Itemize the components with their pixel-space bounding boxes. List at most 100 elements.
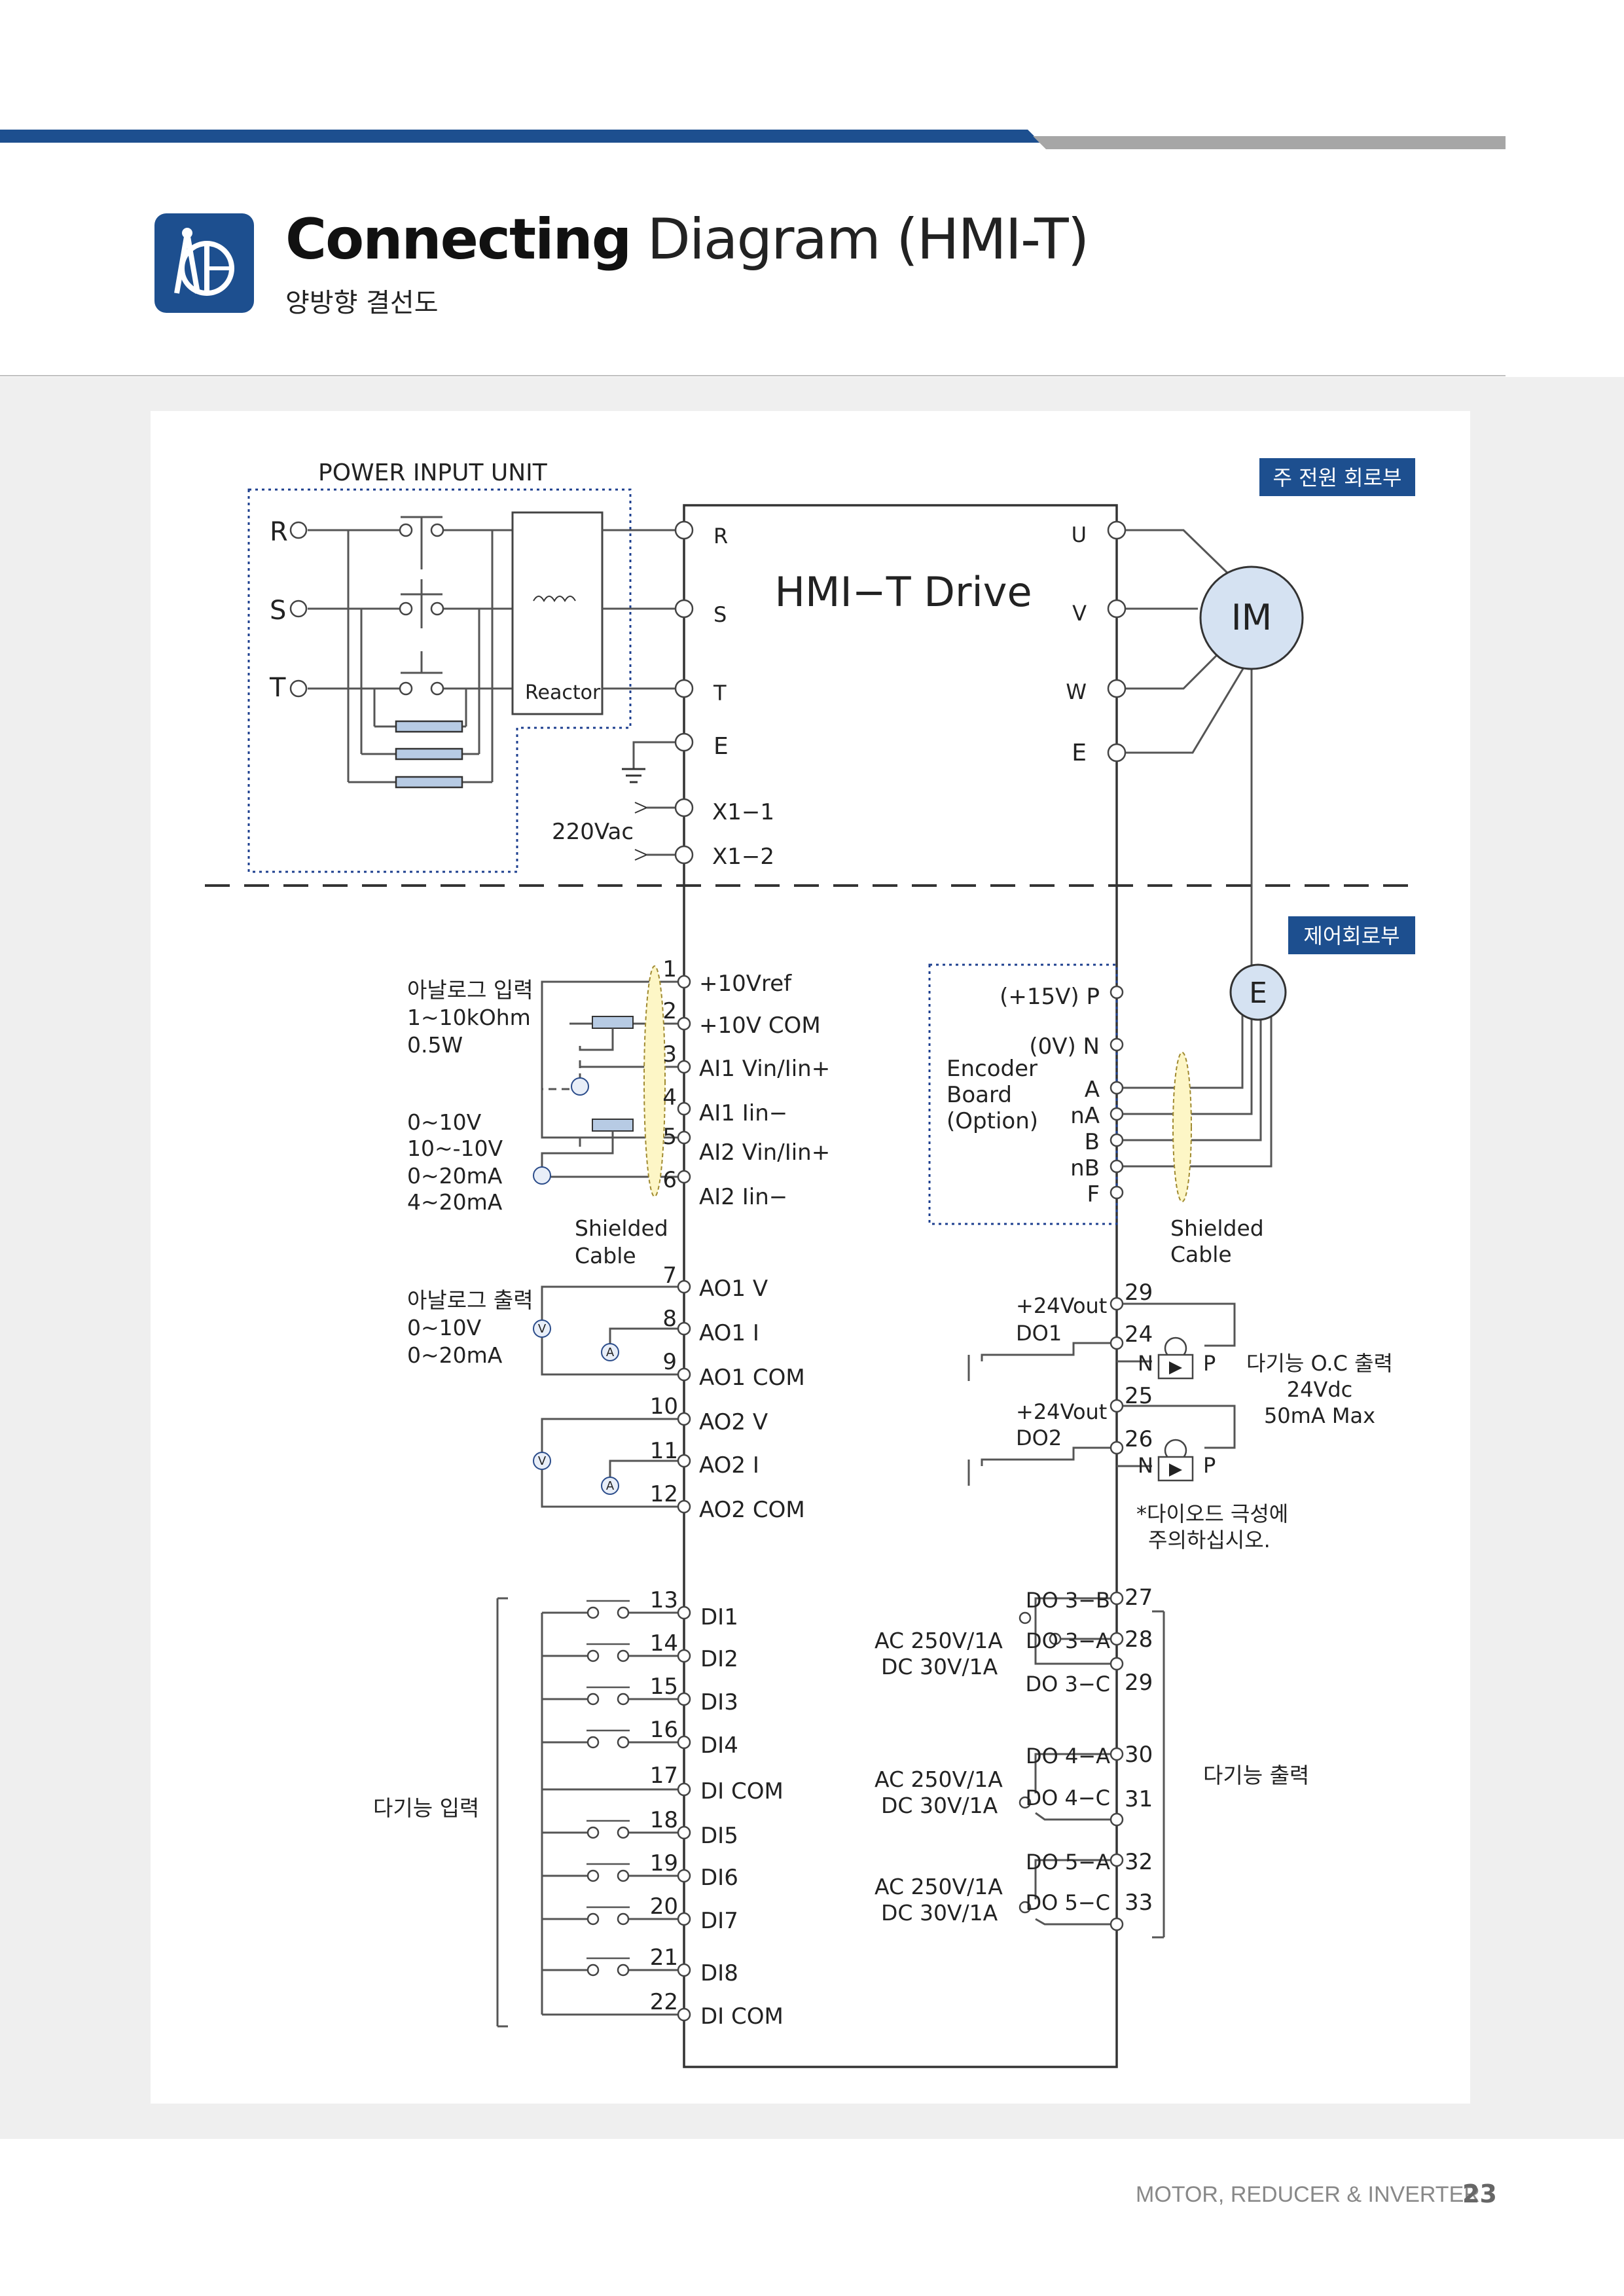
analog-out-v: 0~10V — [407, 1315, 482, 1340]
analog-in-v1: 0~10V — [407, 1109, 482, 1135]
page-title-light: Diagram (HMI-T) — [647, 207, 1090, 272]
volt-symbol: V — [538, 1322, 547, 1336]
terminal-label: DI COM — [700, 1778, 784, 1804]
encoder-board-label: Board — [947, 1082, 1012, 1108]
analog-in-range: 1~10kOhm — [407, 1005, 531, 1030]
analog-in-i1: 0~20mA — [407, 1163, 503, 1189]
terminal-num: 15 — [650, 1674, 678, 1700]
encoder-icon — [1229, 963, 1287, 1021]
terminal-num: 10 — [650, 1393, 678, 1420]
terminal-label: DI5 — [700, 1823, 738, 1849]
terminal-num: 4 — [662, 1085, 677, 1111]
header-divider — [0, 375, 1506, 376]
terminal-label: +10Vref — [699, 971, 792, 997]
terminal-label: AO1 COM — [699, 1365, 805, 1391]
page-number: 23 — [1462, 2179, 1497, 2208]
terminal-label: DI2 — [700, 1646, 738, 1672]
terminal-num: 31 — [1125, 1786, 1153, 1812]
terminal-num: 3 — [662, 1041, 677, 1067]
header-accent-bar — [0, 130, 1506, 149]
terminal-num: 24 — [1125, 1321, 1153, 1348]
drive-terminal-X1-2: X1−2 — [712, 844, 774, 870]
terminal-num: 13 — [650, 1587, 678, 1613]
terminal-num: 14 — [650, 1630, 678, 1657]
n-label: N — [1138, 1453, 1153, 1478]
terminal-num: 33 — [1125, 1890, 1153, 1916]
multi-input-label: 다기능 입력 — [373, 1795, 479, 1821]
shielded-cable-label: Cable — [575, 1243, 636, 1268]
terminal-num: 21 — [650, 1945, 678, 1971]
encoder-terminal: nA — [1070, 1103, 1100, 1129]
p-label: P — [1203, 1351, 1216, 1376]
encoder-terminal: B — [1085, 1129, 1100, 1155]
terminal-label: DI8 — [700, 1960, 738, 1986]
oc-output-label: 다기능 O.C 출력 — [1246, 1351, 1393, 1376]
terminal-label: AO2 V — [699, 1409, 768, 1435]
terminal-num: 29 — [1125, 1280, 1153, 1306]
footer-text: MOTOR, REDUCER & INVERTER — [1136, 2182, 1480, 2207]
terminal-num: 25 — [1125, 1383, 1153, 1409]
encoder-terminal: nB — [1070, 1155, 1100, 1181]
drive-terminal-R: R — [713, 524, 728, 548]
drive-terminal-S: S — [713, 602, 727, 627]
terminal-label: AO2 I — [699, 1452, 759, 1479]
terminal-label: AI1 Iin− — [699, 1100, 787, 1126]
page-title: Connecting Diagram (HMI-T) — [285, 207, 1090, 272]
encoder-terminal: F — [1087, 1181, 1100, 1208]
drive-terminal-W: W — [1066, 679, 1087, 704]
drive-terminal-E: E — [713, 733, 729, 760]
terminal-num: 7 — [662, 1263, 677, 1289]
analog-out-i: 0~20mA — [407, 1342, 503, 1368]
terminal-num: 22 — [650, 1989, 678, 2015]
main-circuit-tag: 주 전원 회로부 — [1273, 465, 1402, 490]
connecting-diagram: IM E — [205, 458, 1415, 2068]
terminal-num: 11 — [650, 1438, 678, 1464]
terminal-label: AO1 I — [699, 1320, 759, 1346]
terminal-num: 29 — [1125, 1670, 1153, 1696]
terminal-label: AI2 Iin− — [699, 1184, 787, 1210]
oc-output-current: 50mA Max — [1264, 1403, 1375, 1428]
analog-in-i2: 4~20mA — [407, 1189, 503, 1215]
terminal-num: 17 — [650, 1763, 678, 1789]
relay-terminal-label: DO 3−A — [1026, 1628, 1110, 1653]
terminal-label: DI COM — [700, 2003, 784, 2030]
oc-output-voltage: 24Vdc — [1287, 1377, 1353, 1402]
terminal-num: 26 — [1125, 1426, 1153, 1452]
terminal-num: 1 — [662, 956, 677, 982]
encoder-symbol: E — [1249, 977, 1267, 1010]
terminal-num: 20 — [650, 1893, 678, 1920]
power-input-unit-label: POWER INPUT UNIT — [318, 459, 548, 486]
drive-terminal-U: U — [1072, 522, 1087, 547]
terminal-num: 8 — [662, 1306, 677, 1332]
terminal-label: DI1 — [700, 1604, 738, 1630]
terminal-num: 9 — [662, 1349, 677, 1375]
analog-out-title: 아날로그 출력 — [407, 1287, 533, 1313]
amp-symbol: A — [606, 1346, 615, 1359]
shielded-cable-label: Cable — [1170, 1242, 1232, 1267]
relay-terminal-label: DO 5−A — [1026, 1850, 1110, 1874]
page-title-bold: Connecting — [285, 207, 632, 272]
motor-label: IM — [1231, 597, 1272, 638]
analog-in-v2: 10~-10V — [407, 1136, 503, 1161]
drive-terminal-X1-1: X1−1 — [712, 799, 774, 825]
shielded-cable-label: Shielded — [1170, 1215, 1264, 1241]
power-input-box — [247, 488, 632, 873]
motor-icon — [1199, 565, 1304, 670]
terminal-label: AI1 Vin/Iin+ — [699, 1056, 830, 1082]
n-label: N — [1138, 1351, 1153, 1376]
relay-terminal-label: DO 3−C — [1025, 1672, 1110, 1696]
encoder-terminal: A — [1085, 1077, 1100, 1103]
diode-note: *다이오드 극성에 — [1136, 1501, 1288, 1526]
control-circuit-tag: 제어회로부 — [1303, 924, 1399, 948]
relay-rating: DC 30V/1A — [881, 1900, 998, 1926]
terminal-label: DI6 — [700, 1865, 738, 1891]
multi-output-label: 다기능 출력 — [1203, 1763, 1309, 1788]
drive-terminal-V: V — [1072, 601, 1087, 626]
encoder-board-label: (Option) — [947, 1108, 1038, 1134]
relay-terminal-label: DO 4−A — [1026, 1744, 1110, 1768]
drive-terminal-E-out: E — [1072, 740, 1087, 766]
terminal-label: AI2 Vin/Iin+ — [699, 1139, 830, 1166]
relay-terminal-label: DO 4−C — [1025, 1785, 1110, 1810]
relay-rating: DC 30V/1A — [881, 1654, 998, 1679]
phase-R: R — [270, 517, 288, 547]
